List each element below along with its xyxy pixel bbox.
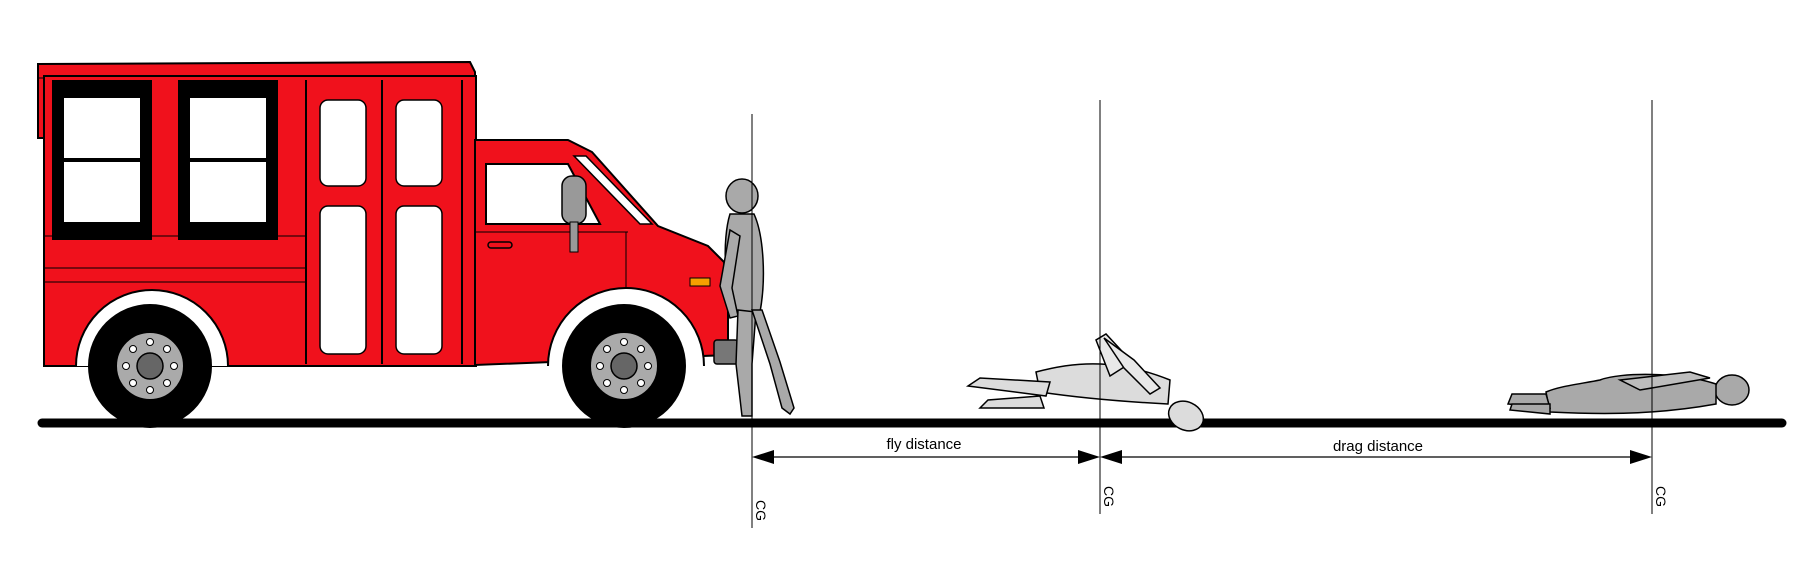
windshield <box>572 155 654 225</box>
marker-light <box>689 277 711 287</box>
drag-distance-dimension <box>1100 450 1652 464</box>
cg-label-landing: CG <box>1101 486 1117 507</box>
door-window-1 <box>319 99 367 187</box>
drag-distance-label: drag distance <box>1333 438 1423 455</box>
pedestrian-landing <box>965 333 1205 432</box>
fly-distance-dimension <box>752 450 1100 464</box>
door-handle <box>487 241 513 249</box>
red-van <box>37 60 739 428</box>
cg-label-rest: CG <box>1653 486 1669 507</box>
pedestrian-rest <box>1506 371 1750 415</box>
fly-distance-label: fly distance <box>886 436 961 453</box>
cg-label-impact: CG <box>753 500 769 521</box>
rear-wheel <box>88 304 212 428</box>
front-bumper <box>713 339 739 365</box>
side-mirror-icon <box>561 175 587 225</box>
front-wheel <box>562 304 686 428</box>
door-window-2 <box>395 99 443 187</box>
pedestrian-standing <box>719 178 795 417</box>
